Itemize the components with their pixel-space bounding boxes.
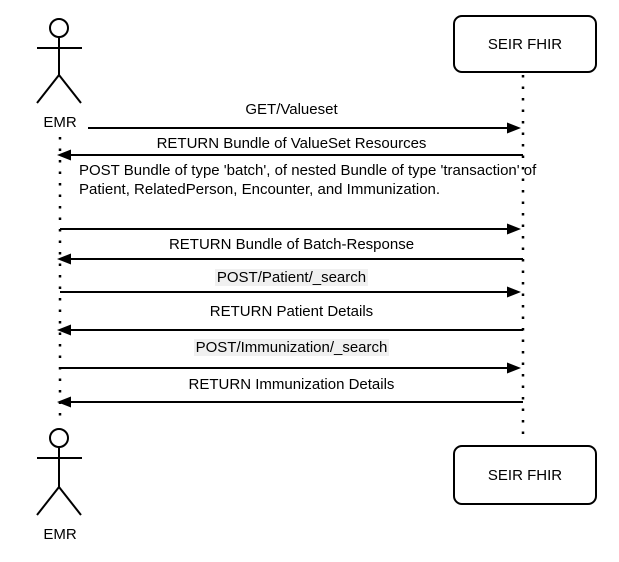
message-text: RETURN Immunization Details: [188, 376, 395, 393]
message-arrow-return-immunization: [57, 396, 523, 408]
actor-right-leg: [58, 74, 82, 104]
message-label-post-bundle: POST Bundle of type 'batch', of nested B…: [79, 161, 537, 199]
message-label-return-immunization: RETURN Immunization Details: [61, 376, 522, 394]
emr-label-top: EMR: [43, 114, 77, 131]
message-arrow-post-patient-search: [60, 286, 521, 298]
message-text-highlighted: POST/Immunization/_search: [193, 339, 390, 356]
arrowhead-left: [57, 149, 71, 161]
actor-head: [49, 428, 69, 448]
message-arrow-return-patient: [57, 324, 523, 336]
actor-left-leg: [36, 486, 60, 516]
arrowhead-right: [507, 286, 521, 298]
message-text: RETURN Patient Details: [209, 303, 374, 320]
message-label-post-immunization-search: POST/Immunization/_search: [61, 339, 522, 357]
arrowhead-right: [507, 122, 521, 134]
arrowhead-left: [57, 396, 71, 408]
message-text: GET/Valueset: [245, 101, 338, 118]
arrowhead-right: [507, 362, 521, 374]
actor-head: [49, 18, 69, 38]
message-label-return-batch: RETURN Bundle of Batch-Response: [61, 236, 522, 254]
actor-figure-top: [36, 18, 82, 104]
arrowhead-left: [57, 253, 71, 265]
actor-right-leg: [58, 486, 82, 516]
actor-figure-bottom: [36, 428, 82, 516]
seir-fhir-label: SEIR FHIR: [487, 466, 563, 484]
message-text: RETURN Bundle of ValueSet Resources: [156, 135, 427, 152]
message-arrow-post-bundle: [60, 223, 521, 235]
message-text: POST Bundle of type 'batch', of nested B…: [79, 162, 537, 198]
actor-left-leg: [36, 74, 60, 104]
message-arrow-post-immunization-search: [60, 362, 521, 374]
seir-fhir-box-bottom: SEIR FHIR: [453, 445, 597, 505]
seir-fhir-box-top: SEIR FHIR: [453, 15, 597, 73]
arrowhead-left: [57, 324, 71, 336]
message-label-return-patient: RETURN Patient Details: [61, 303, 522, 321]
seir-fhir-label: SEIR FHIR: [487, 35, 563, 53]
message-label-return-valueset: RETURN Bundle of ValueSet Resources: [61, 135, 522, 153]
message-arrow-get-valueset: [88, 122, 521, 134]
message-text: RETURN Bundle of Batch-Response: [168, 236, 415, 253]
emr-label-bottom: EMR: [43, 526, 77, 543]
message-arrow-return-batch: [57, 253, 523, 265]
message-label-get-valueset: GET/Valueset: [61, 101, 522, 119]
arrowhead-right: [507, 223, 521, 235]
message-arrow-return-valueset: [57, 149, 523, 161]
message-label-post-patient-search: POST/Patient/_search: [61, 269, 522, 287]
message-text-highlighted: POST/Patient/_search: [214, 269, 369, 286]
